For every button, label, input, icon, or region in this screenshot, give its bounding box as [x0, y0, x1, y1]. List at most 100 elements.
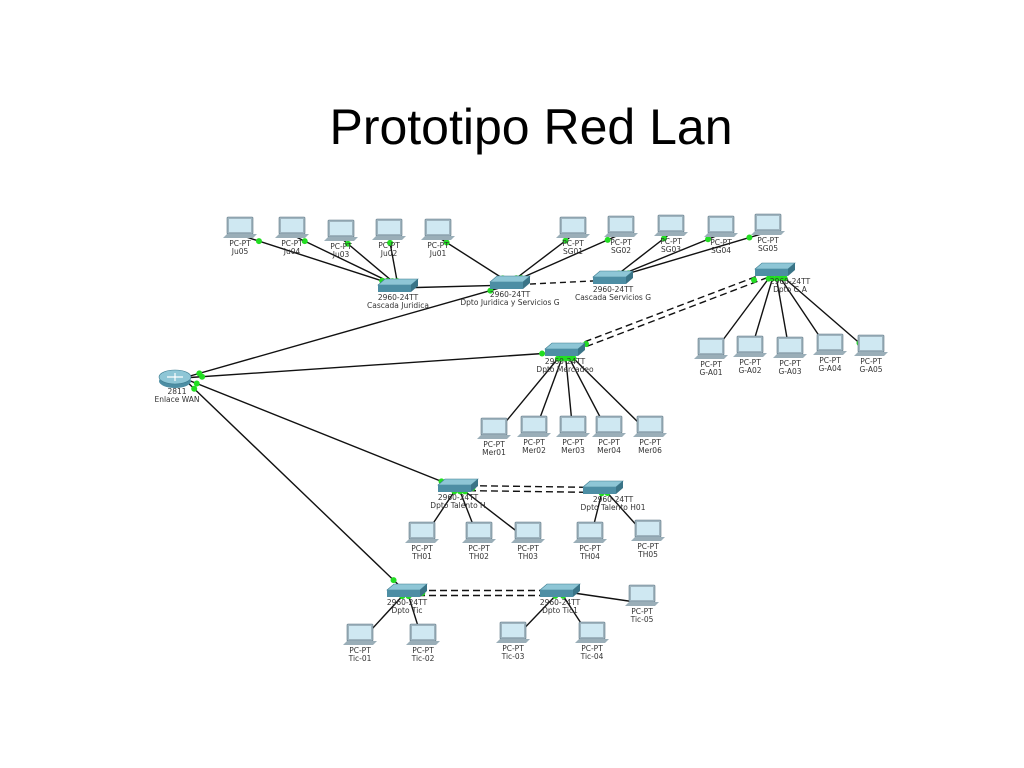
switch-side-sw_tic2 [573, 584, 580, 597]
pc-name-mer06: Mer06 [638, 446, 662, 455]
keyboard-sg03 [654, 232, 688, 236]
switch-side-sw_tic [420, 584, 427, 597]
pc-model-mer06: PC-PT [639, 438, 661, 447]
switch-top-sw_th [437, 478, 479, 486]
trunk-sw_th [182, 377, 459, 489]
keyboard-th01 [405, 539, 439, 543]
pc-name-th01: TH01 [411, 552, 432, 561]
pc-model-tic04: PC-PT [581, 644, 603, 653]
pc-ga02[interactable]: PC-PTG-A02 [733, 335, 767, 375]
switch-front-sw_s [593, 277, 626, 284]
trunk-sw_m [182, 284, 511, 379]
switch-side-sw_th [471, 479, 478, 492]
keyboard-ju05 [223, 234, 257, 238]
screen-sg03 [660, 217, 682, 230]
keyboard-mer04 [592, 433, 626, 437]
screen-ga04 [819, 336, 841, 349]
pc-name-th02: TH02 [468, 552, 489, 561]
port-sw_me-router [539, 350, 546, 357]
cascade-sw_th-sw_th2-b [457, 489, 603, 494]
pc-model-ju02: PC-PT [378, 241, 400, 250]
pc-ga04[interactable]: PC-PTG-A04 [813, 333, 847, 373]
pc-name-ga02: G-A02 [738, 366, 761, 375]
link-sg01 [509, 234, 574, 284]
switch-top-sw_j [377, 278, 419, 286]
pc-name-ju04: Ju04 [283, 247, 301, 256]
switch-front-sw_th2 [583, 487, 616, 494]
pc-model-mer01: PC-PT [483, 440, 505, 449]
keyboard-ga05 [854, 352, 888, 356]
keyboard-sg04 [704, 233, 738, 237]
pc-model-mer03: PC-PT [562, 438, 584, 447]
pc-model-ga05: PC-PT [860, 357, 882, 366]
pc-model-ga01: PC-PT [700, 360, 722, 369]
pc-ga05[interactable]: PC-PTG-A05 [854, 334, 888, 374]
port-sw_me-mer04 [566, 355, 573, 362]
pc-name-tic05: Tic-05 [630, 615, 654, 624]
pc-name-ju03: Ju03 [332, 250, 350, 259]
link-ju01 [437, 236, 511, 284]
pc-model-sg04: PC-PT [710, 238, 732, 247]
screen-tic01 [349, 626, 371, 639]
switch-model-sw_tic2: 2960-24TT [540, 598, 581, 607]
port-ju03 [344, 240, 351, 247]
switch-name-sw_me: Dpto Mercadeo [536, 365, 594, 374]
keyboard-sg02 [604, 233, 638, 237]
pc-model-ju01: PC-PT [427, 241, 449, 250]
screen-mer06 [639, 418, 661, 431]
switch-top-sw_tic [386, 583, 428, 591]
pc-name-tic02: Tic-02 [411, 654, 435, 663]
pc-model-mer04: PC-PT [598, 438, 620, 447]
pc-ga03[interactable]: PC-PTG-A03 [773, 336, 807, 376]
switch-side-sw_th2 [616, 481, 623, 494]
trunk-sw_me [182, 351, 566, 379]
switch-top-sw_th2 [582, 480, 624, 488]
port-ju01 [443, 239, 450, 246]
screen-tic03 [502, 624, 524, 637]
pc-ga01[interactable]: PC-PTG-A01 [694, 337, 728, 377]
link-sg04 [612, 233, 722, 279]
trunk-sw_tic [182, 377, 408, 594]
keyboard-ju04 [275, 234, 309, 238]
pc-name-ga04: G-A04 [818, 364, 841, 373]
router-arrows-icon [167, 373, 183, 381]
switch-name-sw_m: Dpto Juridica y Servicios G [460, 298, 559, 307]
port-ju02 [387, 239, 394, 246]
